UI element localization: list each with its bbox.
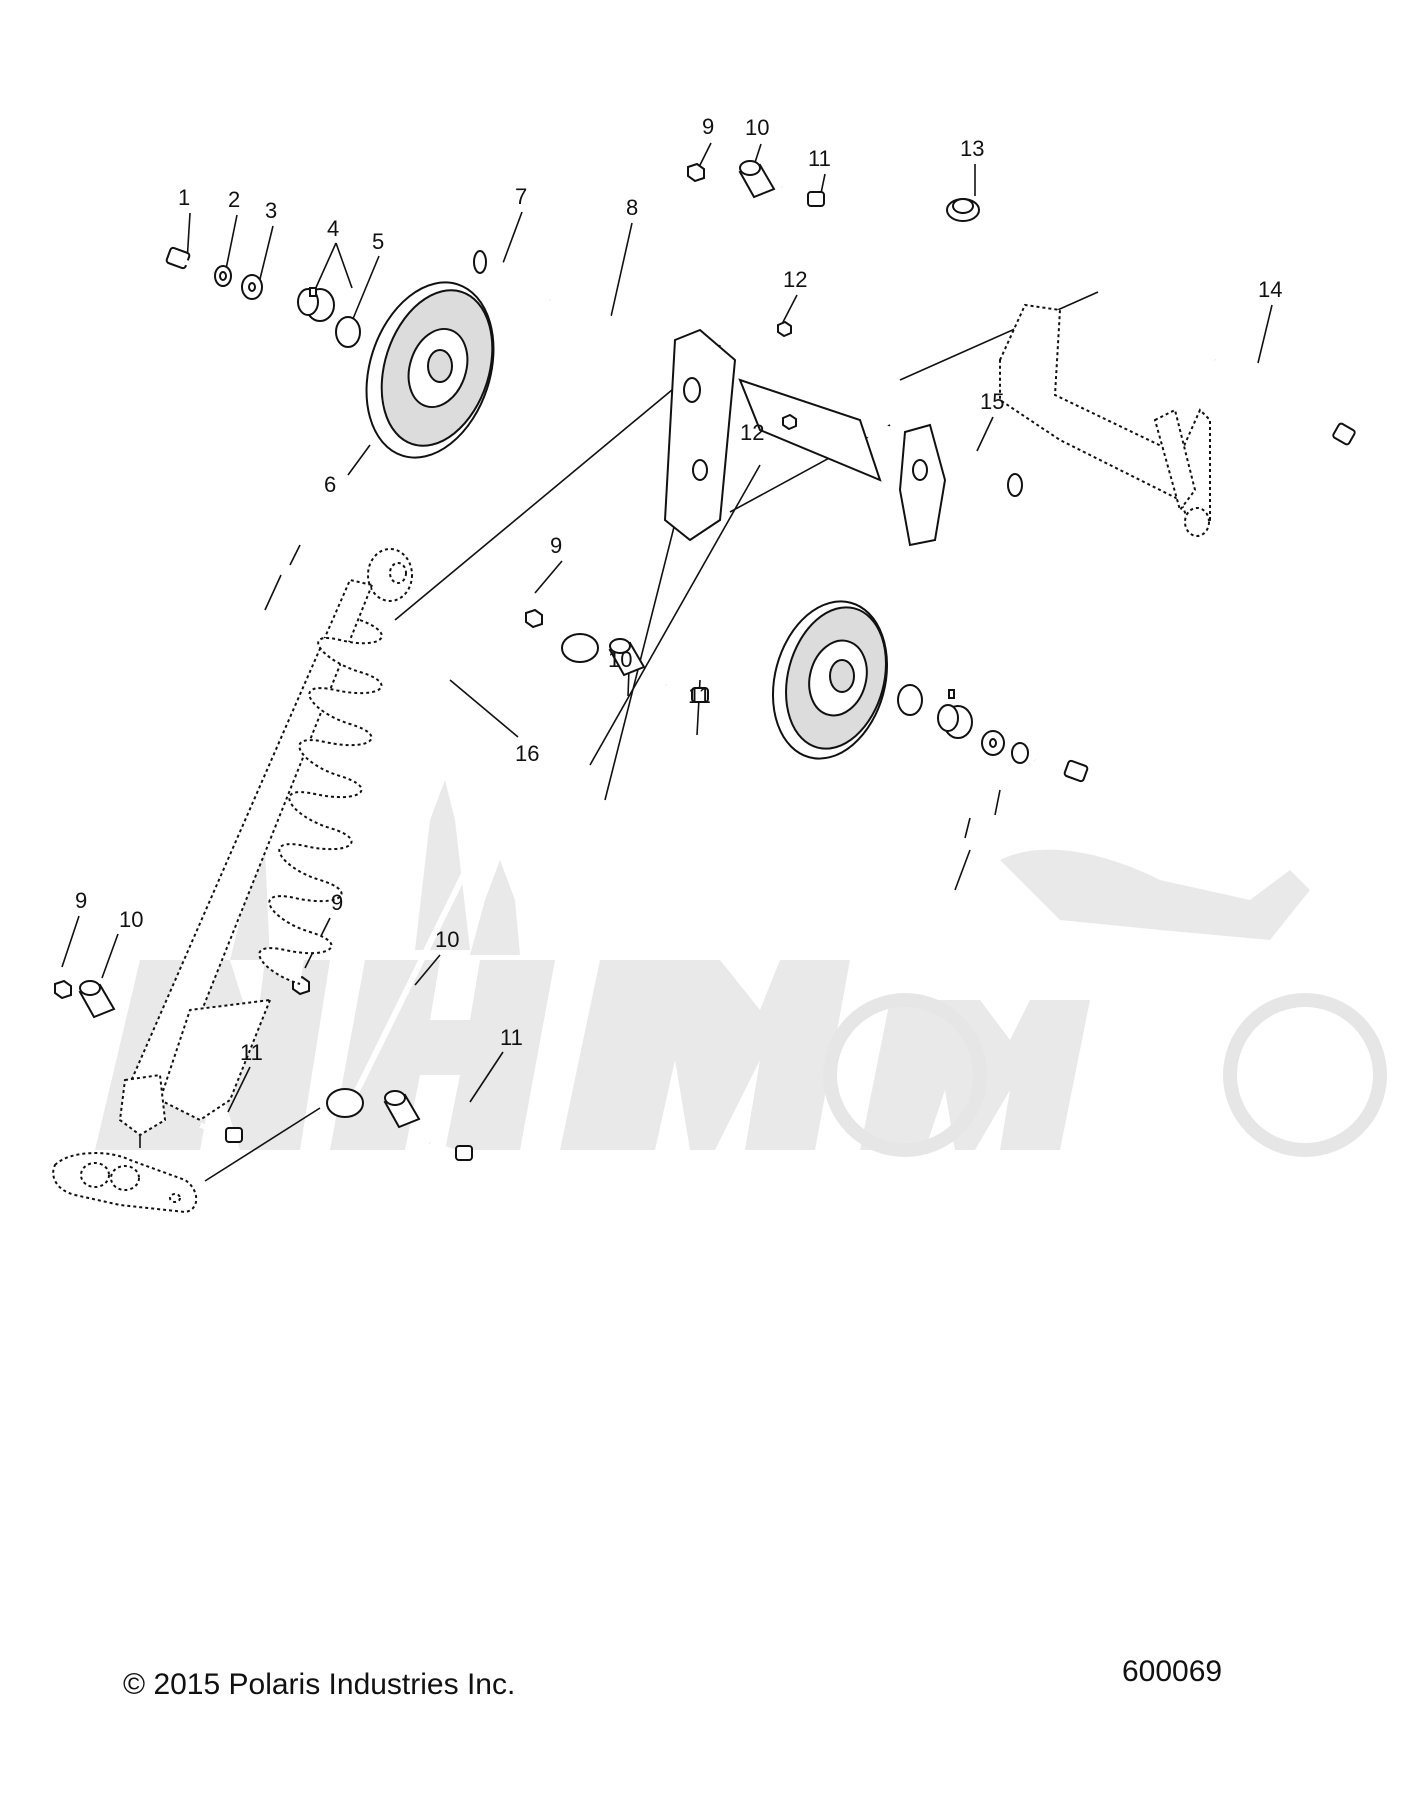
callout-11-lower-right: 11 [500,1025,523,1050]
callout-13: 13 [960,136,984,161]
part-12-nut-lower [782,413,797,431]
callout-10-top: 10 [745,115,769,140]
callout-11-middle: 11 [688,683,711,708]
part-6-idler-wheel [365,281,495,459]
part-11-bolts [199,184,825,1161]
part-13-flange-nut [946,198,980,222]
part-1-bolt [165,246,214,276]
callout-1: 1 [178,185,190,210]
callout-labels: 1 2 3 4 5 6 7 8 9 10 11 12 13 14 15 12 9… [75,114,1282,1065]
callout-11-top: 11 [808,146,831,171]
callout-4: 4 [327,216,339,241]
callout-2: 2 [228,187,240,212]
callout-15: 15 [980,389,1004,414]
callout-12-lower: 12 [740,420,764,445]
parts [52,160,1356,1214]
callout-16: 16 [515,741,539,766]
callout-10-lower-right: 10 [435,927,459,952]
copyright-notice: © 2015 Polaris Industries Inc. [123,1668,516,1701]
frame-bracket-reference [999,303,1211,537]
part-10-bushings [78,160,776,1129]
callout-12-upper: 12 [783,267,807,292]
part-5b-o-ring [897,684,923,716]
callout-3: 3 [265,198,277,223]
callout-10-middle: 10 [608,647,632,672]
callout-11-lower-left: 11 [240,1040,263,1065]
part-5-o-ring [335,316,361,348]
callout-9-middle: 9 [550,533,562,558]
part-12-nut-upper [777,320,792,338]
callout-5: 5 [372,229,384,254]
part-14-long-bolt [1213,357,1356,446]
center-bracket [663,328,947,547]
part-1b-bolt [1034,757,1089,783]
shock-absorber-reference [118,548,413,1137]
part-4b-collar [937,689,973,739]
part-2b-lock-washer [1011,742,1029,764]
part-16-link-rod [326,633,599,1118]
figure-number: 600069 [1122,1655,1223,1688]
callout-8: 8 [626,195,638,220]
callout-14: 14 [1258,277,1282,302]
callout-9-lower-left: 9 [75,888,87,913]
callout-10-lower-left: 10 [119,907,143,932]
part-6b-idler-wheel [771,600,889,760]
callout-9-lower-middle: 9 [331,890,343,915]
lower-bracket-reference [52,1152,198,1214]
callout-7: 7 [515,184,527,209]
callout-9-top: 9 [702,114,714,139]
part-4-collar [297,287,335,322]
callout-6: 6 [324,472,336,497]
